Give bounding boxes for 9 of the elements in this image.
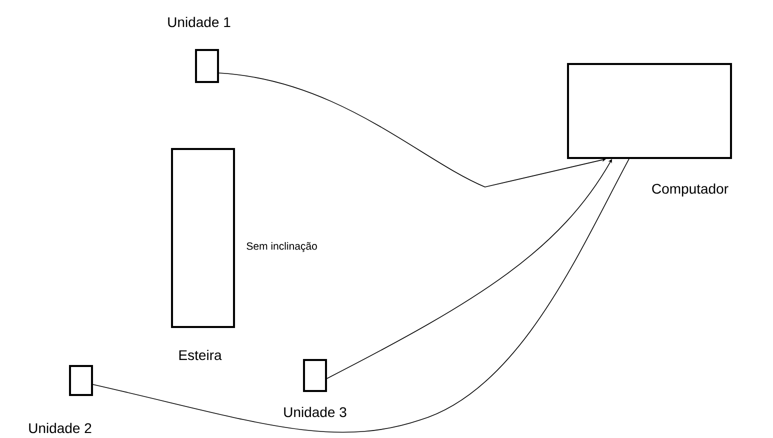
cable-line (326, 159, 612, 379)
node-label: Unidade 1 (168, 16, 230, 28)
node-label: Esteira (179, 350, 222, 360)
cable-line (92, 158, 630, 432)
note-label: Sem inclinação (246, 242, 317, 252)
cable-line (218, 72, 606, 188)
node-label: Computador (652, 183, 728, 197)
node-label: Unidade 3 (284, 406, 346, 418)
node-label: Unidade 2 (29, 422, 92, 434)
